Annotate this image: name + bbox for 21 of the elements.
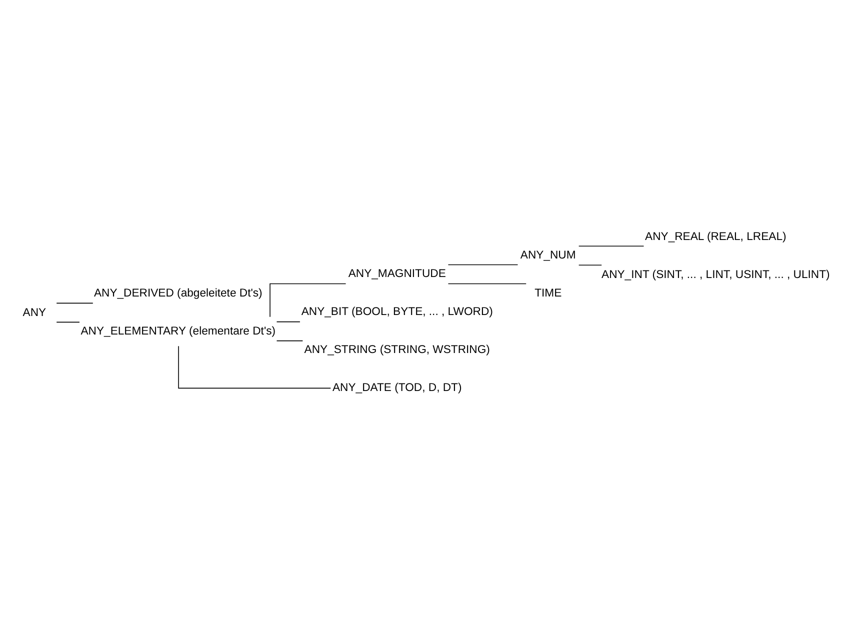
- node-text: ANY_MAGNITUDE: [348, 268, 446, 280]
- connector: [56, 321, 80, 322]
- node-text: ANY: [22, 306, 46, 318]
- node-text: ANY_REAL (REAL, LREAL): [645, 230, 786, 242]
- connector: [276, 320, 300, 322]
- connector: [448, 282, 527, 284]
- connector: [578, 245, 644, 246]
- connector: [56, 302, 94, 304]
- node-text: ANY_BIT (BOOL, BYTE, ... , LWORD): [301, 306, 493, 318]
- connector: [448, 264, 518, 265]
- node-text: ANY_NUM: [520, 248, 576, 261]
- node-text: ANY_ELEMENTARY (elementare Dt's): [80, 325, 276, 338]
- connector: [270, 282, 346, 317]
- node-text: TIME: [534, 286, 562, 299]
- connector: [276, 340, 304, 341]
- node-text: ANY_STRING (STRING, WSTRING): [304, 344, 490, 356]
- node-text: ANY_INT (SINT, ... , LINT, USINT, ... , ULINT): [602, 268, 830, 280]
- node-text: ANY_DATE (TOD, D, DT): [332, 382, 462, 394]
- connector: [178, 345, 332, 388]
- node-text: ANY_DERIVED (abgeleitete Dt's): [94, 286, 262, 299]
- connector: [578, 264, 602, 266]
